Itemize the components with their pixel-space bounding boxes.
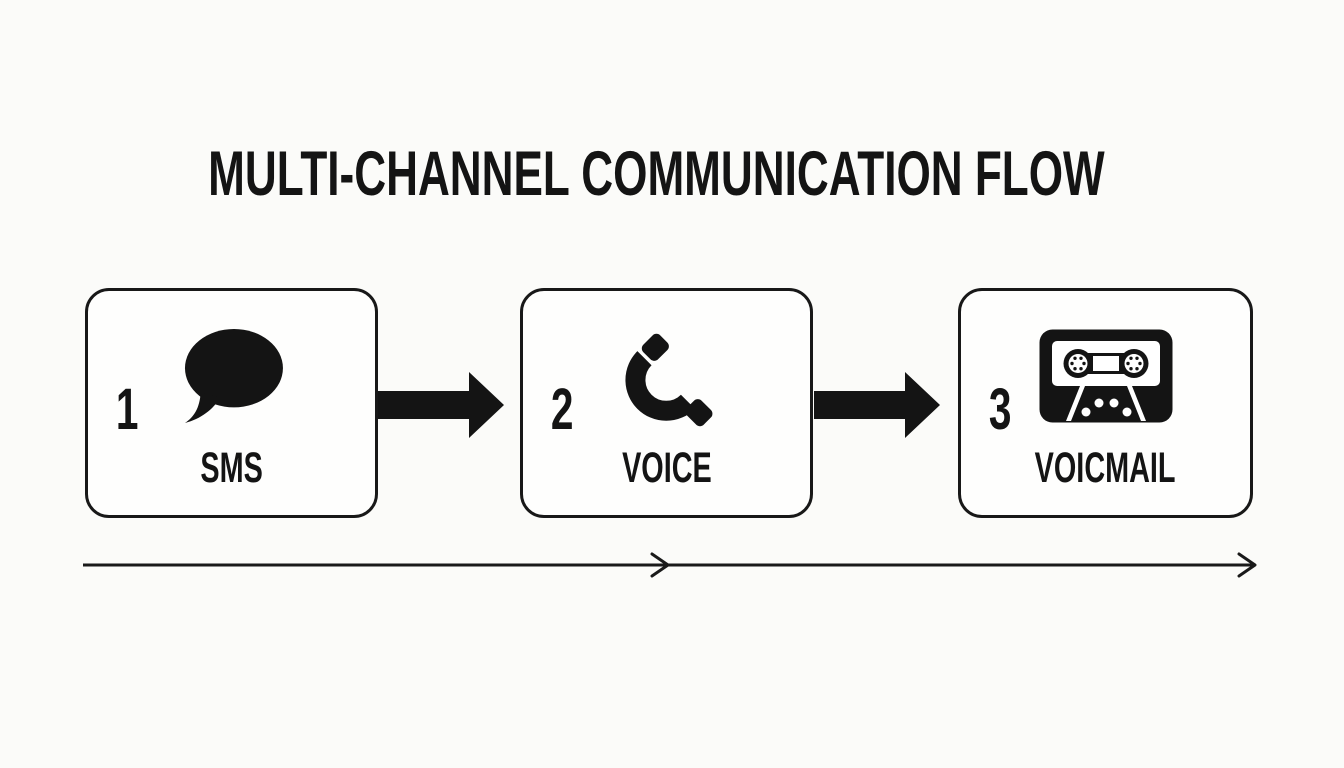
step-label-sms: SMS [200,444,263,492]
timeline-arrow [76,549,1260,586]
flow-arrow-1 [378,372,504,443]
speech-bubble-icon [88,328,375,424]
step-box-voice: 2 VOICE [520,288,813,518]
step-number-2: 2 [550,377,574,442]
flow-arrow-2 [814,372,940,443]
phone-handset-icon [523,328,810,432]
step-box-sms: 1 SMS [85,288,378,518]
step-label-voice: VOICE [621,444,712,492]
step-number-3: 3 [988,377,1012,442]
step-label-voicemail: VOICMAIL [1035,444,1176,492]
diagram-title: MULTI-CHANNEL COMMUNICATION FLOW [0,143,1312,206]
step-box-voicemail: 3 [958,288,1253,518]
diagram-title-text: MULTI-CHANNEL COMMUNICATION FLOW [207,139,1105,209]
cassette-tape-icon [961,328,1250,424]
step-number-1: 1 [115,377,139,442]
